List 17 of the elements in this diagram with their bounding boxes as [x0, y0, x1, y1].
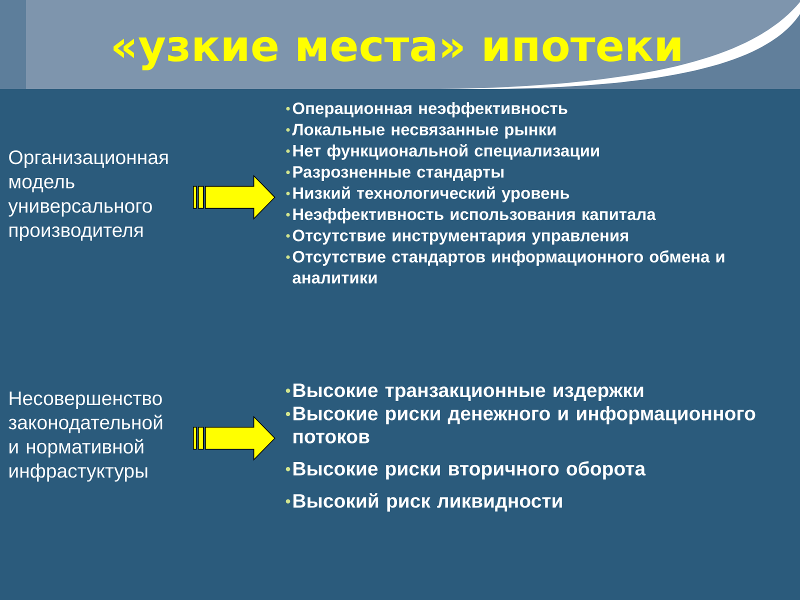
list-item: Нет функциональной специализации [293, 144, 599, 160]
slide-title: «узкие места» ипотеки [114, 36, 680, 70]
list-item: Отсутствие стандартов информационного обмена и аналитики [292, 250, 724, 284]
list-item: Высокие риски вторичного оборота [294, 461, 646, 480]
list-item: Отсутствие инструментария управления [292, 230, 628, 245]
side-label: Несовершенство законодательной и нормативной инфрастуктуры [8, 392, 162, 482]
list-item: Локальные несвязанные рынки [292, 124, 556, 139]
list-item: Высокие риски денежного и информационного потоков [294, 406, 756, 444]
block-arrow [193, 416, 276, 461]
side-label: Организационная модель универсального производителя [8, 150, 168, 241]
list-item: Разрозненные стандарты [293, 166, 504, 182]
list-item: Операционная неэффективность [292, 102, 568, 118]
block-arrow [193, 174, 276, 220]
list-item: Высокие транзакционные издержки [294, 384, 644, 402]
list-item: Высокий риск ликвидности [294, 493, 562, 512]
list-item: Неэффективность использования капитала [293, 208, 656, 224]
list-item: Низкий технологический уровень [293, 186, 570, 202]
